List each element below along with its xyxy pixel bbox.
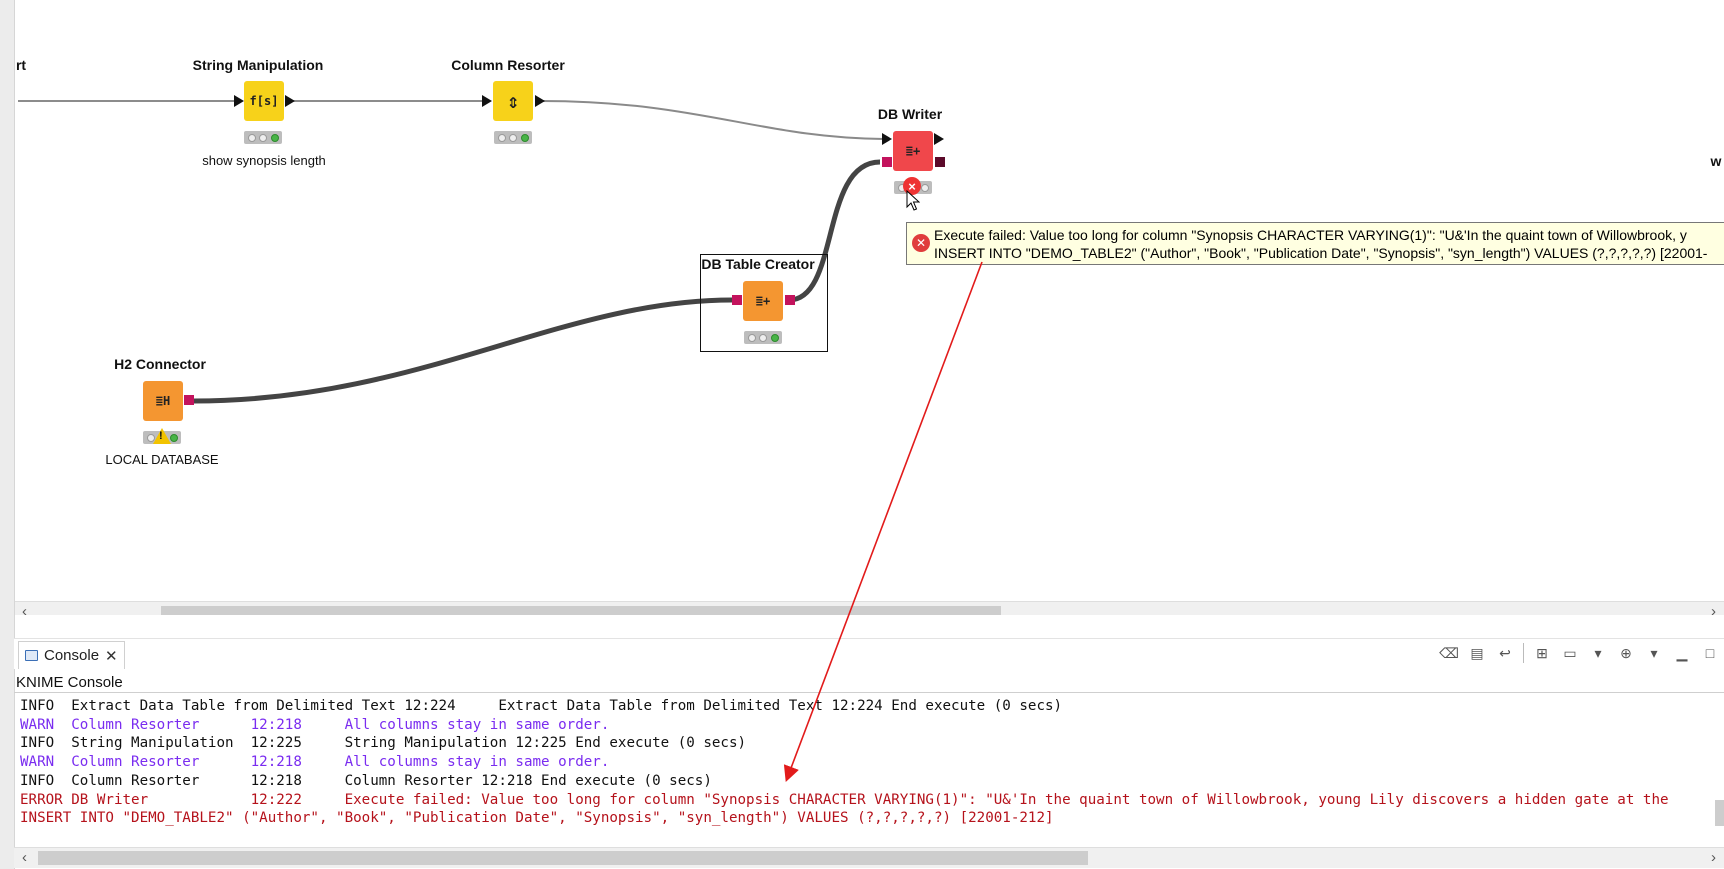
output-port[interactable] (285, 95, 295, 107)
open-console-icon[interactable]: ⊕ (1620, 644, 1632, 661)
console-horizontal-scrollbar[interactable]: ‹ › (14, 847, 1724, 868)
node-glyph: ≣+ (755, 294, 771, 308)
output-port[interactable] (934, 133, 944, 145)
status-dot-green (520, 133, 529, 142)
console-line: INFO Extract Data Table from Delimited T… (20, 698, 1063, 714)
console-line: WARN Column Resorter 12:218 All columns … (20, 754, 610, 771)
column-resorter-icon[interactable]: ⇕ (493, 81, 533, 121)
status-dot-red (747, 333, 756, 342)
node-title: DB Table Creator (701, 256, 815, 272)
mouse-cursor-icon (906, 190, 920, 211)
h2-connector-icon[interactable]: ≣H (143, 381, 183, 421)
node-title: Column Resorter (451, 57, 565, 73)
node-status-lights (494, 131, 532, 144)
tab-console[interactable]: Console ✕ (18, 641, 125, 669)
status-dot-green (770, 333, 779, 342)
tooltip-line-2: INSERT INTO "DEMO_TABLE2" ("Author", "Bo… (934, 245, 1708, 261)
string-manipulation-icon[interactable]: f[s] (244, 81, 284, 121)
input-port[interactable] (482, 95, 492, 107)
node-glyph: f[s] (249, 94, 279, 108)
node-status-lights (244, 131, 282, 144)
status-dot-yellow (259, 133, 267, 142)
node-title-right-partial: w (1710, 153, 1722, 169)
maximize-icon[interactable]: □ (1705, 645, 1715, 661)
output-port[interactable] (535, 95, 545, 107)
db-input-port[interactable] (882, 157, 892, 167)
scrollbar-thumb[interactable] (161, 606, 1001, 615)
node-glyph: ≣H (155, 394, 171, 408)
status-dot-green (270, 133, 279, 142)
console-output[interactable]: INFO Extract Data Table from Delimited T… (20, 697, 1669, 828)
status-dot-red (497, 133, 506, 142)
scroll-right-icon[interactable]: › (1711, 849, 1716, 866)
left-panel-edge (0, 0, 15, 869)
db-writer-icon[interactable]: ≣+ (893, 131, 933, 171)
warning-icon[interactable]: ! (153, 428, 171, 444)
minimize-icon[interactable]: ▁ (1676, 644, 1688, 661)
console-title: KNIME Console (16, 674, 123, 691)
status-dot-yellow (759, 333, 767, 342)
console-divider (14, 692, 1724, 693)
clear-console-icon[interactable]: ⌫ (1439, 644, 1459, 661)
console-toolbar: ⌫ ▤ ↩ ⊞ ▭ ▾ ⊕ ▾ ▁ □ (1439, 643, 1720, 663)
scroll-right-icon[interactable]: › (1711, 603, 1716, 615)
console-line: INSERT INTO "DEMO_TABLE2" ("Author", "Bo… (20, 810, 1054, 827)
console-line: ERROR DB Writer 12:222 Execute failed: V… (20, 791, 1669, 808)
node-title: H2 Connector (114, 356, 206, 372)
workflow-canvas[interactable]: rt String Manipulation f[s] show synopsi… (0, 0, 1724, 615)
node-status-lights (744, 331, 782, 344)
node-annotation[interactable]: LOCAL DATABASE (105, 452, 219, 467)
status-dot-yellow (509, 133, 517, 142)
toolbar-separator (1523, 643, 1524, 663)
node-annotation[interactable]: show synopsis length (202, 153, 326, 168)
input-port[interactable] (234, 95, 244, 107)
error-icon: ✕ (912, 234, 930, 252)
status-dot-green (920, 183, 929, 192)
input-port[interactable] (882, 133, 892, 145)
db-output-port[interactable] (785, 295, 795, 305)
error-tooltip: ✕ Execute failed: Value too long for col… (906, 222, 1724, 265)
scroll-left-icon[interactable]: ‹ (22, 603, 27, 615)
db-input-port[interactable] (732, 295, 742, 305)
node-glyph: ≣+ (905, 144, 921, 158)
db-output-port[interactable] (935, 157, 945, 167)
word-wrap-icon[interactable]: ↩ (1499, 644, 1511, 661)
node-glyph: ⇕ (506, 89, 520, 113)
wire-resorter-to-writer (540, 100, 885, 140)
status-dot-red (247, 133, 256, 142)
node-title-extract-partial: rt (15, 57, 27, 73)
node-title: DB Writer (877, 106, 943, 122)
chevron-down-icon[interactable]: ▾ (1594, 644, 1602, 661)
scrollbar-thumb[interactable] (38, 851, 1088, 865)
display-selected-console-icon[interactable]: ▭ (1563, 644, 1577, 661)
console-icon (25, 650, 38, 661)
node-title: String Manipulation (192, 57, 324, 73)
db-output-port[interactable] (184, 395, 194, 405)
chevron-down-icon[interactable]: ▾ (1650, 644, 1658, 661)
console-vertical-scrollbar[interactable] (1715, 800, 1724, 826)
db-table-creator-icon[interactable]: ≣+ (743, 281, 783, 321)
scroll-lock-icon[interactable]: ▤ (1470, 644, 1484, 661)
console-line: INFO String Manipulation 12:225 String M… (20, 735, 747, 752)
wire-h2-to-creator (193, 297, 733, 404)
console-line: WARN Column Resorter 12:218 All columns … (20, 716, 610, 733)
console-line: INFO Column Resorter 12:218 Column Resor… (20, 772, 712, 789)
pin-console-icon[interactable]: ⊞ (1536, 644, 1548, 661)
error-icon[interactable]: × (903, 177, 921, 195)
console-tab-bar: Console ✕ ⌫ ▤ ↩ ⊞ ▭ ▾ ⊕ ▾ ▁ □ (14, 638, 1724, 669)
tab-label: Console (44, 647, 100, 664)
scroll-left-icon[interactable]: ‹ (22, 849, 27, 866)
tooltip-line-1: Execute failed: Value too long for colum… (934, 227, 1687, 243)
close-icon[interactable]: ✕ (105, 647, 118, 665)
canvas-horizontal-scrollbar[interactable]: ‹ › (14, 601, 1724, 615)
